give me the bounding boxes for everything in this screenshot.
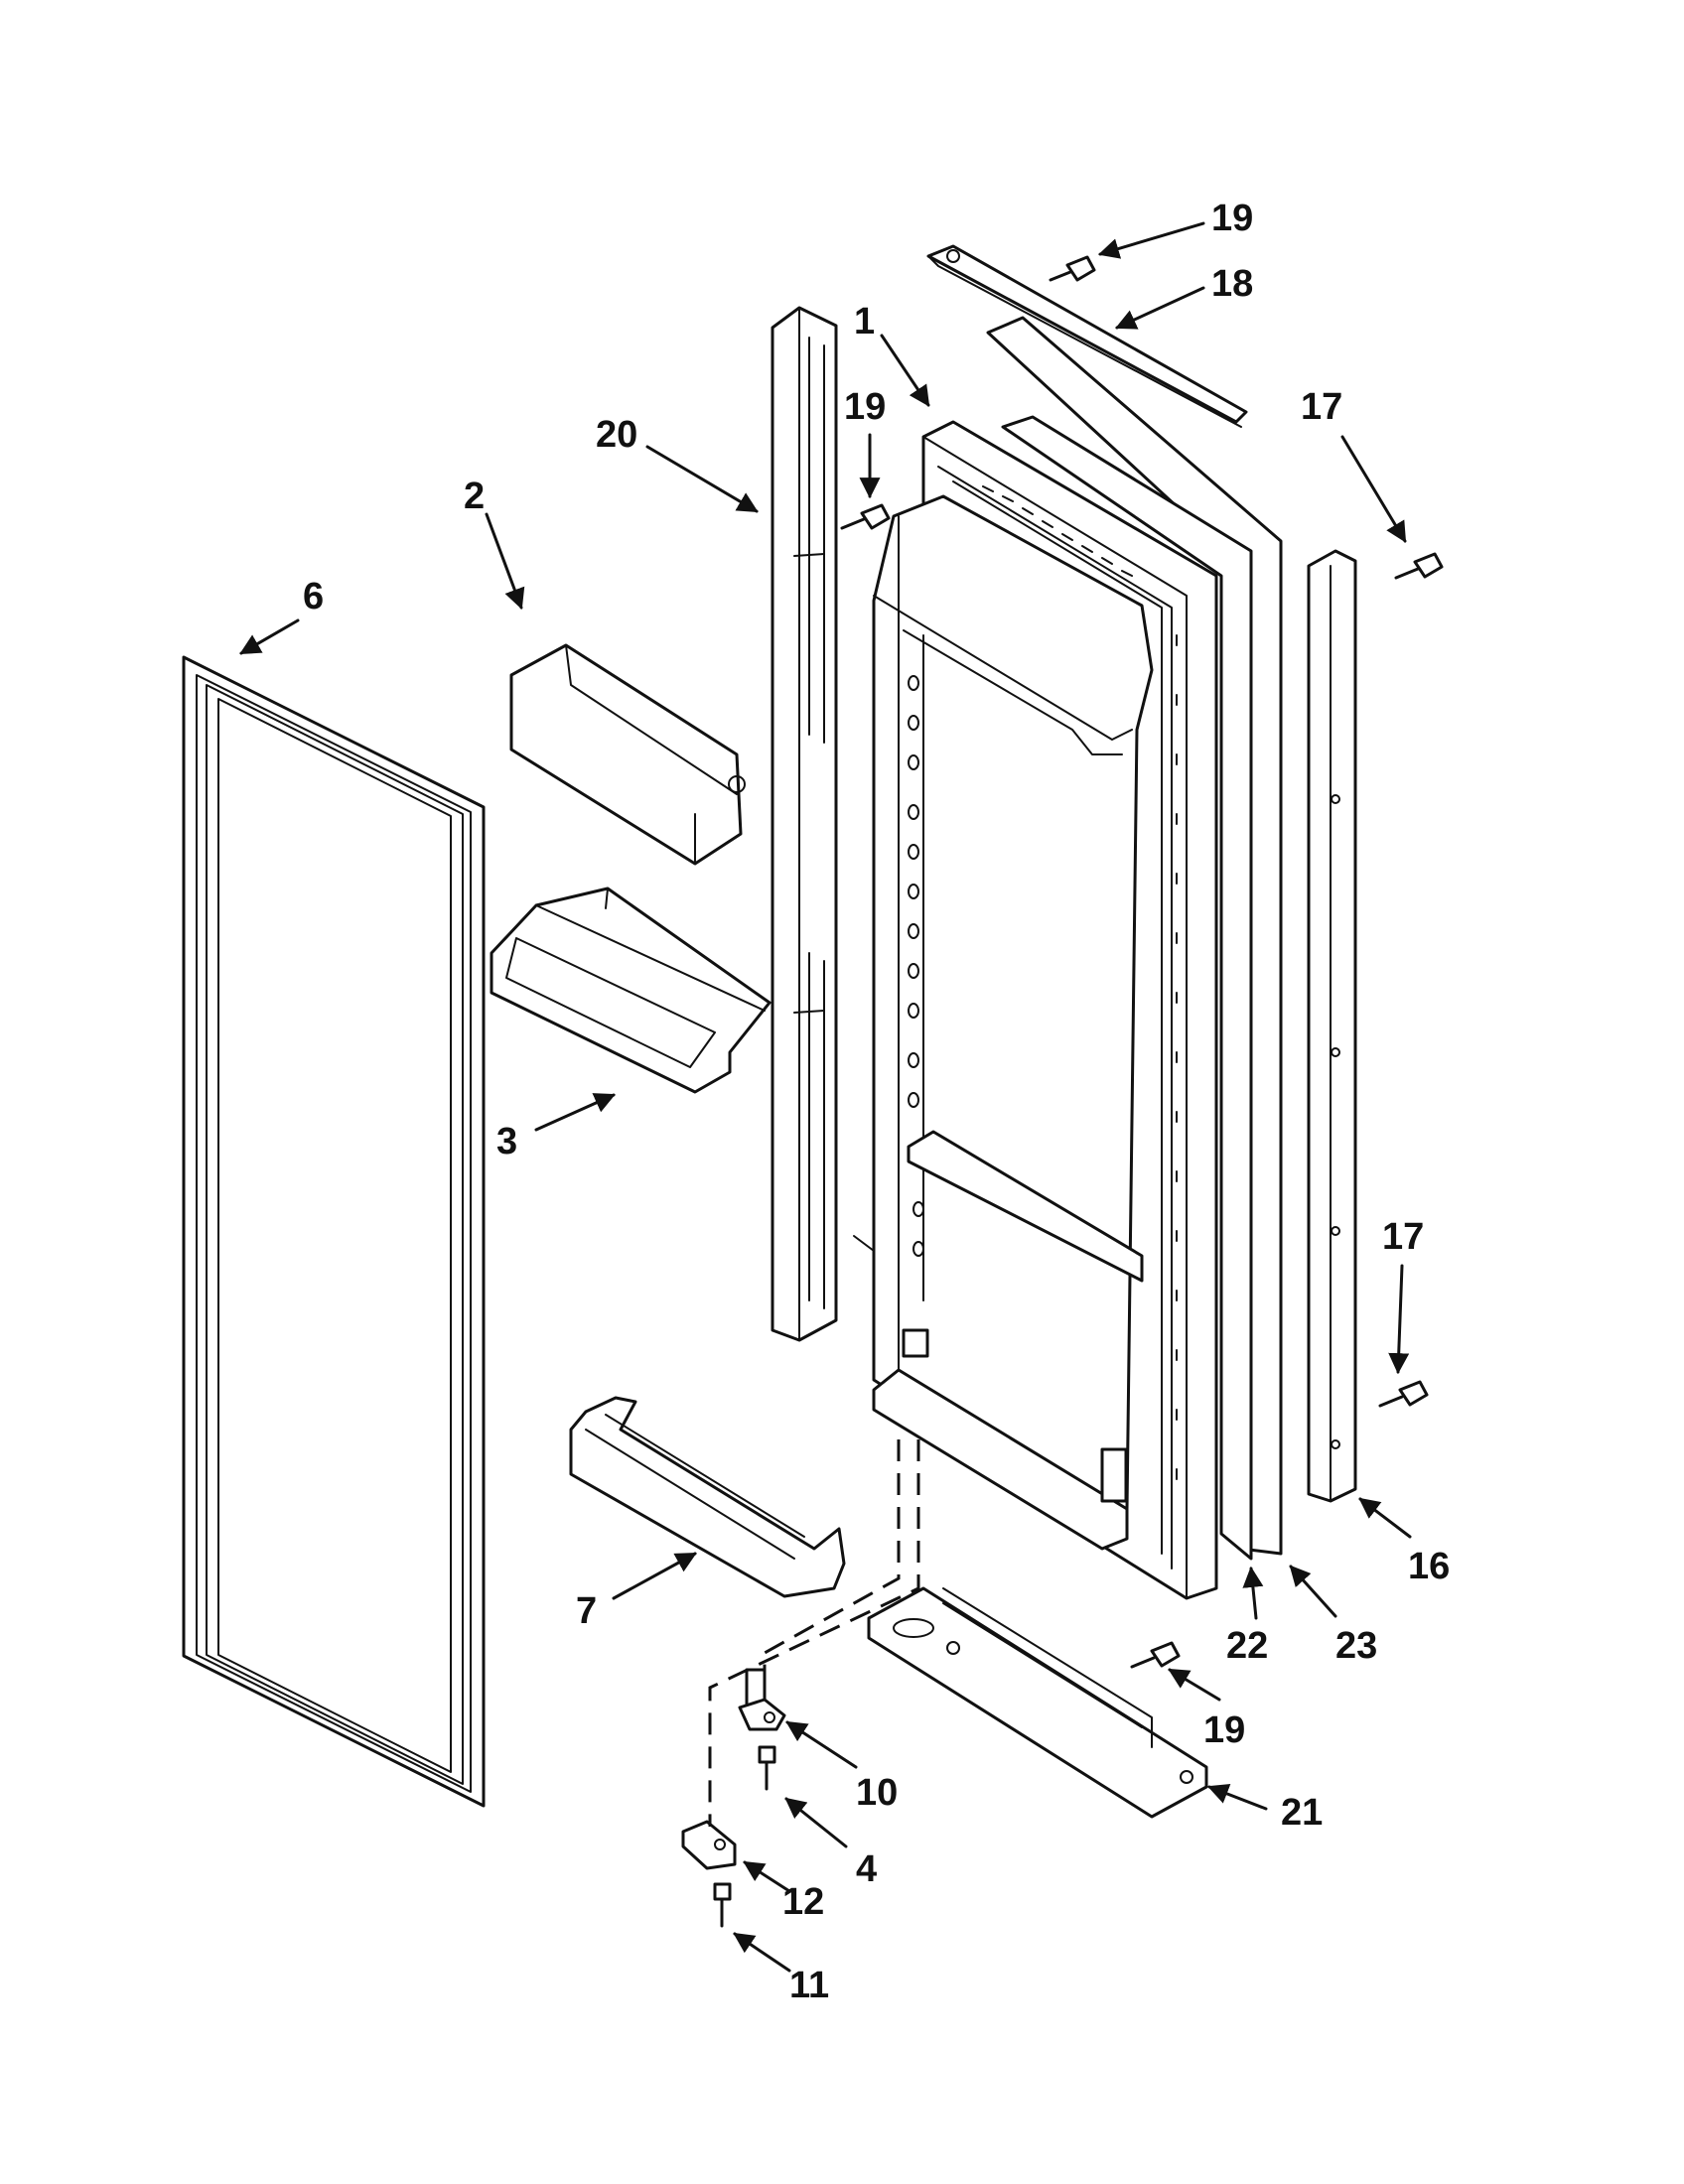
label-10: 10	[856, 1772, 898, 1814]
dairy-bin	[490, 887, 772, 1094]
screw-17-bottom	[1378, 1380, 1429, 1408]
dairy-door	[509, 643, 746, 866]
label-17-top: 17	[1301, 386, 1342, 428]
label-3: 3	[496, 1121, 517, 1162]
screw-19-bracket	[1130, 1641, 1181, 1669]
label-16: 16	[1408, 1546, 1450, 1587]
label-22: 22	[1226, 1625, 1268, 1667]
label-20: 20	[596, 414, 637, 456]
label-1: 1	[854, 301, 875, 342]
label-11: 11	[789, 1965, 829, 2006]
top-cap	[926, 244, 1248, 428]
door-panels	[986, 316, 1283, 1561]
screw-19-top	[1049, 255, 1096, 282]
hinge-bracket	[867, 1586, 1208, 1819]
door-shelf	[569, 1396, 846, 1598]
label-6: 6	[303, 576, 324, 617]
assembly-lines	[708, 1235, 920, 1827]
label-4: 4	[856, 1848, 877, 1890]
lower-hinge-bracket	[681, 1820, 737, 1870]
label-2: 2	[464, 476, 485, 517]
side-trim	[1307, 549, 1357, 1503]
label-7: 7	[576, 1590, 597, 1632]
hinge-pin	[738, 1668, 786, 1731]
label-19-top: 19	[1211, 198, 1253, 239]
label-23: 23	[1335, 1625, 1377, 1667]
door-gasket	[182, 655, 486, 1808]
screw-11	[713, 1882, 732, 1928]
liner-holes	[908, 675, 924, 1257]
door-trim	[771, 306, 838, 1342]
screw-19-trim	[840, 503, 891, 530]
label-18: 18	[1211, 263, 1253, 305]
label-19-bracket: 19	[1203, 1709, 1245, 1751]
label-19-trim: 19	[844, 386, 886, 428]
label-21: 21	[1281, 1792, 1323, 1834]
part-labels: 19 18 1 19 20 2 6 3 7 17 17 16 22 23 19 …	[303, 198, 1450, 2006]
leader-lines	[239, 221, 1412, 1973]
screw-17-top	[1394, 552, 1444, 580]
door-liner	[872, 420, 1218, 1600]
label-12: 12	[782, 1881, 824, 1923]
label-17-bottom: 17	[1382, 1216, 1424, 1258]
screw-4	[758, 1745, 776, 1791]
